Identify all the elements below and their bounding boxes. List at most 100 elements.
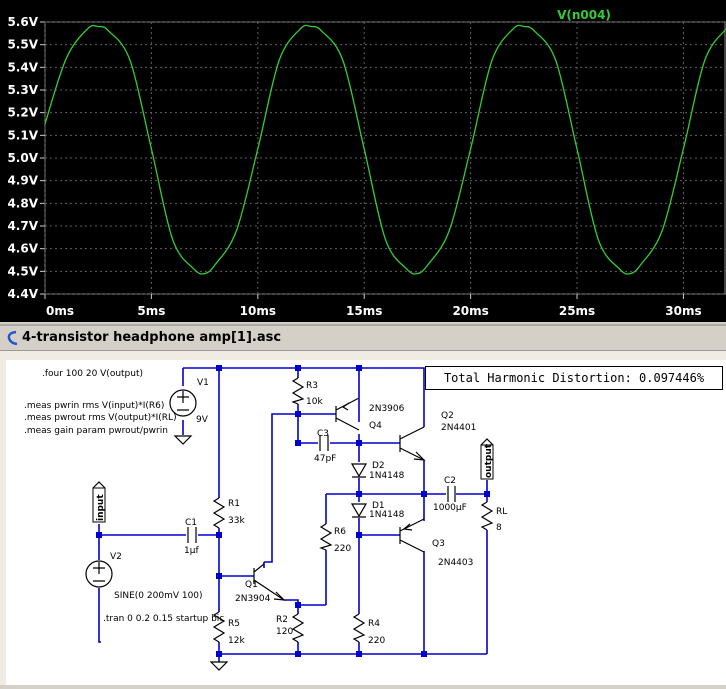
- net-label-input: input: [96, 494, 106, 521]
- junction-dots: [96, 365, 490, 657]
- diode-d1[interactable]: [350, 503, 368, 518]
- r1-value: 33k: [228, 516, 245, 526]
- r3-name: R3: [306, 381, 318, 391]
- y-tick-label: 5.5V: [7, 38, 38, 52]
- r6-value: 220: [334, 544, 351, 554]
- d2-name: D2: [372, 461, 385, 471]
- y-tick-label: 4.6V: [7, 242, 38, 256]
- plot-grid: [40, 21, 726, 299]
- window-title-bar[interactable]: 4-transistor headphone amp[1].asc: [0, 326, 726, 351]
- net-flag-input[interactable]: [92, 481, 106, 523]
- y-tick-label: 5.2V: [7, 106, 38, 120]
- window-title: 4-transistor headphone amp[1].asc: [22, 330, 282, 345]
- waveform-plot-pane[interactable]: 5.6V 5.5V 5.4V 5.3V 5.2V 5.1V 5.0V 4.9V 4.8V 4.7V…: [0, 0, 726, 322]
- r5-name: R5: [228, 619, 240, 629]
- voltage-source-v2[interactable]: [85, 560, 113, 588]
- r1-name: R1: [228, 499, 240, 509]
- capacitor-c1[interactable]: [187, 527, 197, 543]
- q2-value: 2N4401: [441, 423, 476, 433]
- ltspice-app-icon: [7, 330, 18, 346]
- d1-value: 1N4148: [369, 510, 405, 520]
- r3-value: 10k: [306, 397, 323, 407]
- r5-value: 12k: [228, 636, 245, 646]
- transistor-q3[interactable]: [399, 518, 425, 553]
- q2-name: Q2: [441, 411, 454, 421]
- directive-tran[interactable]: .tran 0 0.2 0.15 startup bic: [103, 614, 224, 624]
- net-flag-output[interactable]: [480, 438, 494, 480]
- y-tick-label: 4.5V: [7, 264, 38, 278]
- c3-value: 47pF: [314, 454, 336, 464]
- x-tick-label: 25ms: [559, 304, 595, 318]
- q1-value: 2N3904: [235, 594, 271, 604]
- r2-value: 120: [276, 627, 293, 637]
- directive-meas-gain[interactable]: .meas gain param pwrout/pwrin: [24, 426, 168, 436]
- y-axis-labels: 5.6V 5.5V 5.4V 5.3V 5.2V 5.1V 5.0V 4.9V 4.8V 4.7V…: [7, 15, 38, 301]
- schematic-window[interactable]: 4-transistor headphone amp[1].asc: [0, 324, 726, 685]
- x-tick-label: 30ms: [665, 304, 701, 318]
- directive-meas-pwrout[interactable]: .meas pwrout rms V(output)*I(RL): [24, 413, 177, 423]
- thd-result-box[interactable]: Total Harmonic Distortion: 0.097446%: [425, 366, 723, 390]
- r4-value: 220: [368, 636, 385, 646]
- c2-value: 1000µF: [433, 503, 467, 513]
- resistor-r6[interactable]: [319, 523, 333, 551]
- x-tick-label: 0ms: [46, 304, 74, 318]
- capacitor-c2[interactable]: [447, 486, 456, 502]
- ground-symbol-v1: [173, 435, 193, 445]
- r4-name: R4: [368, 619, 380, 629]
- v2-value: SINE(0 200mV 100): [114, 591, 203, 601]
- y-tick-label: 5.3V: [7, 83, 38, 97]
- waveform-chart: 5.6V 5.5V 5.4V 5.3V 5.2V 5.1V 5.0V 4.9V 4.8V 4.7V…: [7, 8, 726, 318]
- q3-value: 2N4403: [438, 558, 473, 568]
- q4-value: 2N3906: [369, 404, 405, 414]
- q4-name: Q4: [369, 421, 382, 431]
- rl-name: RL: [496, 507, 507, 517]
- x-tick-label: 20ms: [452, 304, 488, 318]
- d1-name: D1: [372, 501, 385, 511]
- y-tick-label: 5.1V: [7, 128, 38, 142]
- v2-name: V2: [110, 552, 122, 562]
- y-tick-label: 5.0V: [7, 151, 38, 165]
- c2-name: C2: [444, 476, 456, 486]
- y-tick-label: 4.8V: [7, 196, 38, 210]
- y-tick-label: 5.4V: [7, 60, 38, 74]
- diode-d2[interactable]: [350, 463, 368, 478]
- x-tick-label: 5ms: [137, 304, 165, 318]
- c3-name: C3: [317, 429, 329, 439]
- trace-v-n004[interactable]: [44, 24, 726, 275]
- resistor-r1[interactable]: [212, 497, 226, 529]
- y-tick-label: 5.6V: [7, 15, 38, 29]
- r6-name: R6: [334, 527, 346, 537]
- x-tick-label: 15ms: [346, 304, 382, 318]
- y-tick-label: 4.9V: [7, 174, 38, 188]
- resistor-r4[interactable]: [352, 613, 366, 643]
- v1-value: 9V: [196, 415, 209, 425]
- y-tick-label: 4.7V: [7, 219, 38, 233]
- schematic-drawing: .four 100 20 V(output) .meas pwrin rms V…: [24, 365, 507, 671]
- resistor-rl[interactable]: [480, 501, 494, 531]
- trace-label[interactable]: V(n004): [557, 8, 611, 22]
- c1-value: 1µf: [184, 546, 199, 556]
- net-label-output: output: [484, 443, 494, 478]
- resistor-r5[interactable]: [212, 611, 226, 643]
- directive-four[interactable]: .four 100 20 V(output): [42, 369, 143, 379]
- q3-name: Q3: [432, 539, 445, 549]
- resistor-r3[interactable]: [291, 377, 305, 405]
- capacitor-c3[interactable]: [319, 435, 329, 451]
- transistor-q4[interactable]: [335, 397, 360, 431]
- transistor-q1[interactable]: [253, 563, 286, 601]
- q1-name: Q1: [245, 580, 258, 590]
- r2-name: R2: [276, 615, 288, 625]
- c1-name: C1: [185, 518, 197, 528]
- v1-name: V1: [197, 378, 209, 388]
- x-axis-labels: 0ms 5ms 10ms 15ms 20ms 25ms 30ms: [46, 304, 702, 318]
- schematic-canvas[interactable]: .four 100 20 V(output) .meas pwrin rms V…: [6, 360, 726, 685]
- resistor-r2[interactable]: [291, 613, 305, 643]
- y-tick-label: 4.4V: [7, 287, 38, 301]
- rl-value: 8: [496, 523, 502, 533]
- d2-value: 1N4148: [369, 471, 405, 481]
- transistor-q2[interactable]: [399, 426, 426, 461]
- ground-symbol-main: [209, 661, 229, 671]
- voltage-source-v1[interactable]: [169, 389, 197, 417]
- directive-meas-pwrin[interactable]: .meas pwrin rms V(input)*I(R6): [24, 401, 164, 411]
- x-tick-label: 10ms: [240, 304, 276, 318]
